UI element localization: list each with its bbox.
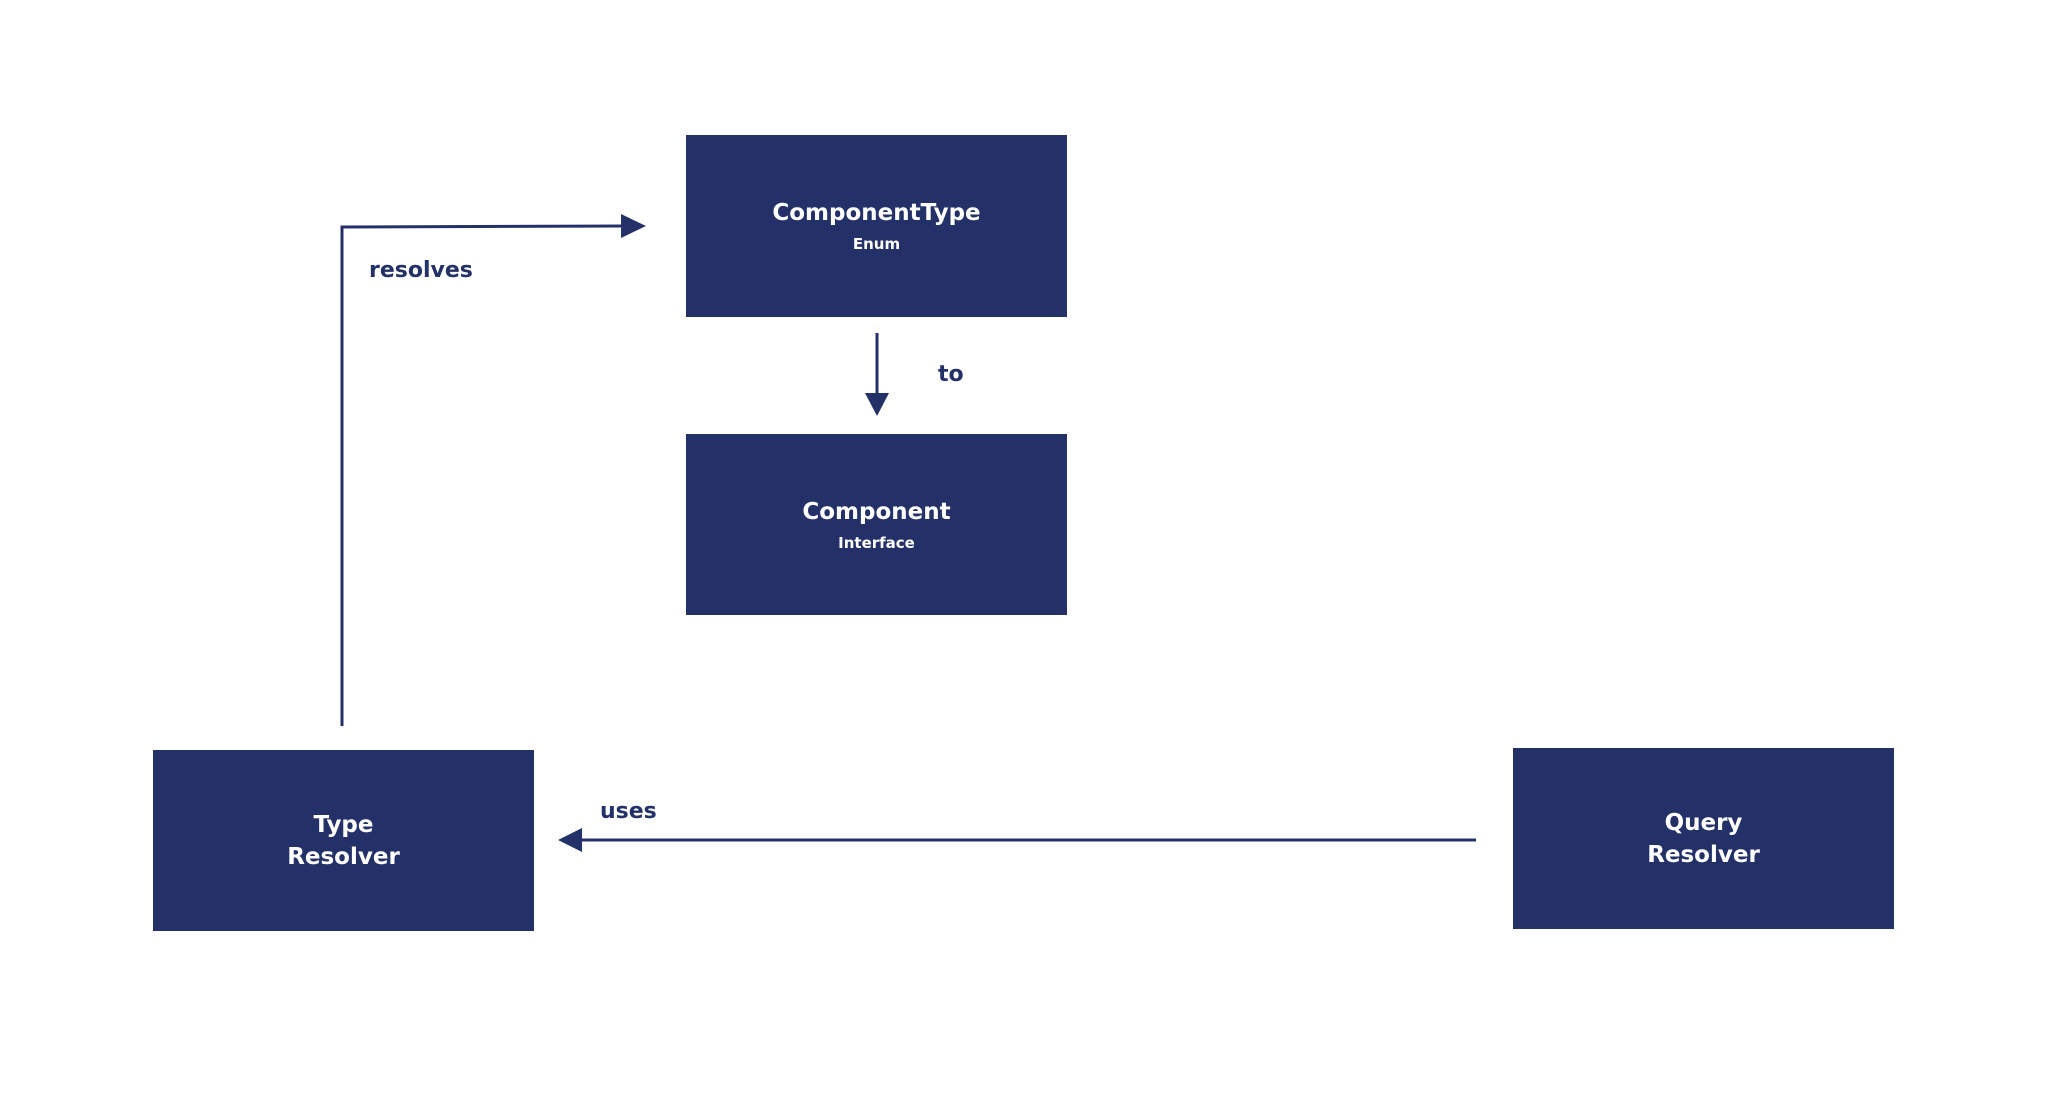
- node-component[interactable]: Component Interface: [686, 434, 1067, 615]
- edge-resolves: [340, 214, 646, 726]
- node-component-type-subtitle: Enum: [852, 235, 901, 253]
- node-type-resolver-title: Type Resolver: [287, 811, 400, 870]
- edge-uses: [558, 828, 1476, 852]
- node-component-type-title: ComponentType: [772, 200, 981, 226]
- edge-label-uses: uses: [600, 799, 657, 824]
- edge-to-arrowhead: [865, 393, 889, 416]
- edge-label-to: to: [938, 362, 964, 387]
- node-component-title: Component: [802, 498, 951, 525]
- node-component-subtitle: Interface: [838, 533, 915, 552]
- edge-uses-arrowhead: [558, 828, 582, 852]
- edge-label-resolves: resolves: [369, 258, 473, 283]
- edge-to: [865, 333, 889, 416]
- node-query-resolver-title: Query Resolver: [1647, 809, 1760, 868]
- node-type-resolver[interactable]: Type Resolver: [153, 750, 534, 931]
- node-component-type[interactable]: ComponentType Enum: [686, 135, 1067, 317]
- node-query-resolver[interactable]: Query Resolver: [1513, 748, 1894, 929]
- edge-resolves-line: [340, 224, 625, 726]
- edge-resolves-arrowhead: [621, 214, 646, 238]
